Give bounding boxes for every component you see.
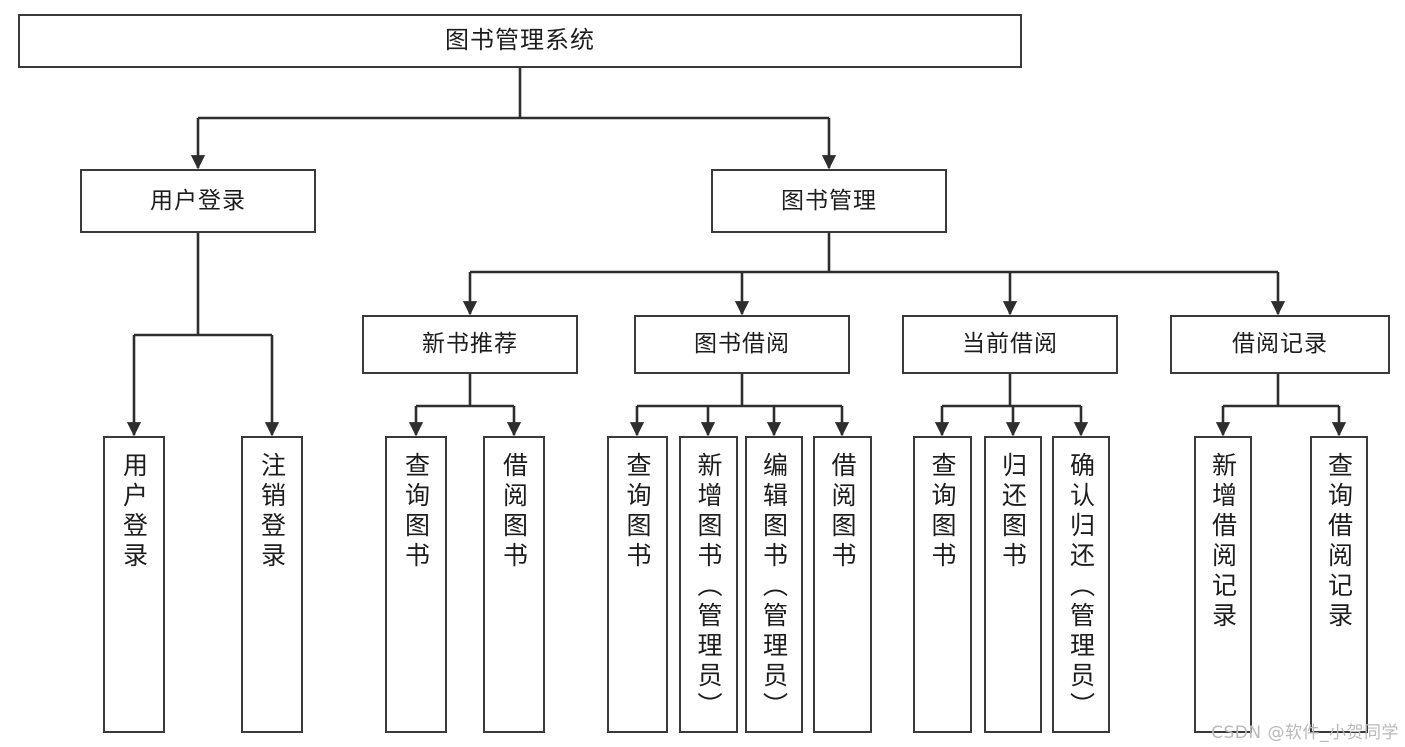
node-label: 借阅图书 xyxy=(499,452,529,572)
node-label: 图书管理 xyxy=(781,187,877,214)
node-leaf-add-book[interactable]: 新增图书（管理员） xyxy=(679,436,738,733)
node-leaf-borrow-book-new[interactable]: 借阅图书 xyxy=(483,436,545,733)
node-leaf-return-book[interactable]: 归还图书 xyxy=(984,436,1042,733)
node-label: 用户登录 xyxy=(150,187,246,214)
node-leaf-query-book-borrow[interactable]: 查询图书 xyxy=(607,436,668,733)
node-label: 查询借阅记录 xyxy=(1324,452,1354,632)
node-label: 新增借阅记录 xyxy=(1208,452,1238,632)
node-leaf-add-borrow-record[interactable]: 新增借阅记录 xyxy=(1194,436,1252,733)
node-label: 用户登录 xyxy=(119,452,149,572)
node-label: 查询图书 xyxy=(928,452,957,572)
node-label: 新书推荐 xyxy=(422,331,518,358)
node-root[interactable]: 图书管理系统 xyxy=(18,14,1022,68)
node-leaf-query-borrow-record[interactable]: 查询借阅记录 xyxy=(1310,436,1368,733)
node-label: 归还图书 xyxy=(998,452,1028,572)
node-book-borrow[interactable]: 图书借阅 xyxy=(634,315,850,374)
node-label: 图书管理系统 xyxy=(445,26,595,55)
node-user-login[interactable]: 用户登录 xyxy=(80,169,316,233)
node-label: 注销登录 xyxy=(257,452,287,572)
node-label: 新增图书（管理员） xyxy=(694,452,723,722)
node-leaf-confirm-return[interactable]: 确认归还（管理员） xyxy=(1052,436,1110,733)
node-leaf-user-login[interactable]: 用户登录 xyxy=(103,436,165,733)
node-new-book-recommend[interactable]: 新书推荐 xyxy=(362,315,578,374)
node-label: 图书借阅 xyxy=(694,331,790,358)
node-label: 借阅图书 xyxy=(828,452,857,572)
node-label: 当前借阅 xyxy=(962,331,1058,358)
node-leaf-borrow-book[interactable]: 借阅图书 xyxy=(813,436,872,733)
node-label: 借阅记录 xyxy=(1232,331,1328,358)
node-label: 查询图书 xyxy=(623,452,652,572)
node-label: 确认归还（管理员） xyxy=(1066,452,1096,722)
node-leaf-logout[interactable]: 注销登录 xyxy=(241,436,303,733)
watermark: CSDN @软件_小贺同学 xyxy=(1211,723,1399,743)
node-leaf-query-book-current[interactable]: 查询图书 xyxy=(913,436,972,733)
node-borrow-record[interactable]: 借阅记录 xyxy=(1170,315,1390,374)
node-label: 查询图书 xyxy=(401,452,431,572)
node-leaf-query-book-new[interactable]: 查询图书 xyxy=(385,436,447,733)
node-label: 编辑图书（管理员） xyxy=(759,452,789,722)
node-book-management[interactable]: 图书管理 xyxy=(711,169,947,233)
node-current-borrow[interactable]: 当前借阅 xyxy=(902,315,1118,374)
node-leaf-edit-book[interactable]: 编辑图书（管理员） xyxy=(745,436,803,733)
